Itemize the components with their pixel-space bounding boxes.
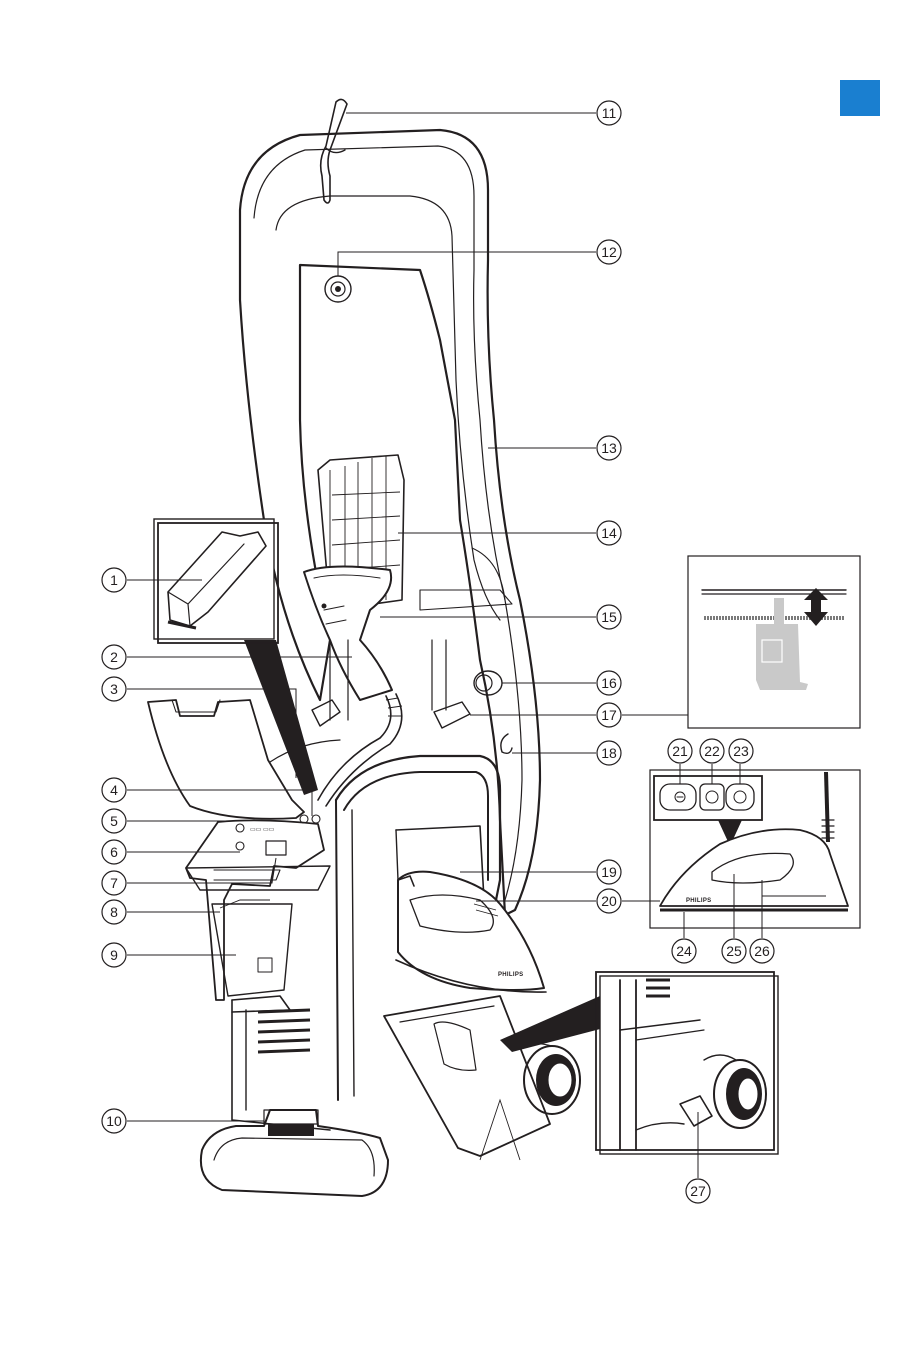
svg-text:24: 24 bbox=[676, 943, 692, 959]
callout-13: 13 bbox=[597, 436, 621, 460]
callout-20: 20 bbox=[597, 889, 621, 913]
callout-9: 9 bbox=[102, 943, 126, 967]
callout-2: 2 bbox=[102, 645, 126, 669]
callout-15: 15 bbox=[597, 605, 621, 629]
svg-text:18: 18 bbox=[601, 745, 617, 761]
svg-text:7: 7 bbox=[110, 875, 118, 891]
svg-text:26: 26 bbox=[754, 943, 770, 959]
callout-18: 18 bbox=[597, 741, 621, 765]
svg-text:22: 22 bbox=[704, 743, 720, 759]
cord-clip bbox=[501, 734, 512, 753]
callout-3: 3 bbox=[102, 677, 126, 701]
iron-rest-stand bbox=[384, 996, 550, 1160]
callout-11: 11 bbox=[597, 101, 621, 125]
water-tank bbox=[186, 820, 330, 1012]
inset-drain-valve bbox=[596, 972, 778, 1154]
svg-text:▭▭ ▭▭: ▭▭ ▭▭ bbox=[250, 827, 275, 833]
callout-25: 25 bbox=[722, 939, 746, 963]
svg-text:14: 14 bbox=[601, 525, 617, 541]
callout-16: 16 bbox=[597, 671, 621, 695]
svg-text:15: 15 bbox=[601, 609, 617, 625]
vent-grille bbox=[258, 1010, 310, 1052]
svg-text:12: 12 bbox=[601, 244, 617, 260]
board-centre-knob bbox=[325, 276, 351, 302]
callout-1: 1 bbox=[102, 568, 126, 592]
svg-text:3: 3 bbox=[110, 681, 118, 697]
callout-26: 26 bbox=[750, 939, 774, 963]
inset-iron-controls: PHILIPS bbox=[650, 770, 860, 928]
callout-21: 21 bbox=[668, 739, 692, 763]
steam-generator-illustration: ▭▭ ▭▭ bbox=[148, 99, 604, 1196]
svg-text:10: 10 bbox=[106, 1113, 122, 1129]
callout-4: 4 bbox=[102, 778, 126, 802]
callout-17: 17 bbox=[597, 703, 621, 727]
svg-text:27: 27 bbox=[690, 1183, 706, 1199]
callout-23: 23 bbox=[729, 739, 753, 763]
svg-text:9: 9 bbox=[110, 947, 118, 963]
svg-text:5: 5 bbox=[110, 813, 118, 829]
callout-24: 24 bbox=[672, 939, 696, 963]
callout-14: 14 bbox=[597, 521, 621, 545]
svg-text:1: 1 bbox=[110, 572, 118, 588]
svg-text:23: 23 bbox=[733, 743, 749, 759]
svg-text:6: 6 bbox=[110, 844, 118, 860]
callout-22: 22 bbox=[700, 739, 724, 763]
svg-text:17: 17 bbox=[601, 707, 617, 723]
callout-10: 10 bbox=[102, 1109, 126, 1133]
iron-brand-logo: PHILIPS bbox=[498, 972, 523, 978]
water-tank-lid bbox=[148, 700, 340, 819]
callout-7: 7 bbox=[102, 871, 126, 895]
svg-text:11: 11 bbox=[602, 105, 617, 121]
iron-inset-brand-logo: PHILIPS bbox=[686, 898, 711, 904]
svg-text:25: 25 bbox=[726, 943, 742, 959]
height-adjust-knob bbox=[474, 671, 502, 695]
callout-27: 27 bbox=[686, 1179, 710, 1203]
callout-12: 12 bbox=[597, 240, 621, 264]
svg-text:2: 2 bbox=[110, 649, 118, 665]
svg-text:16: 16 bbox=[601, 675, 617, 691]
svg-text:21: 21 bbox=[672, 743, 688, 759]
callout-6: 6 bbox=[102, 840, 126, 864]
callout-5: 5 bbox=[102, 809, 126, 833]
svg-text:20: 20 bbox=[601, 893, 617, 909]
inset-pointer-27 bbox=[500, 996, 604, 1052]
svg-text:13: 13 bbox=[601, 440, 617, 456]
callout-19: 19 bbox=[597, 860, 621, 884]
callout-8: 8 bbox=[102, 900, 126, 924]
svg-text:19: 19 bbox=[601, 864, 617, 880]
svg-text:8: 8 bbox=[110, 904, 118, 920]
inset-descaling-detail bbox=[154, 519, 278, 643]
inset-height-adjust bbox=[688, 556, 860, 728]
svg-text:4: 4 bbox=[110, 782, 118, 798]
hanger-hook bbox=[321, 99, 347, 203]
